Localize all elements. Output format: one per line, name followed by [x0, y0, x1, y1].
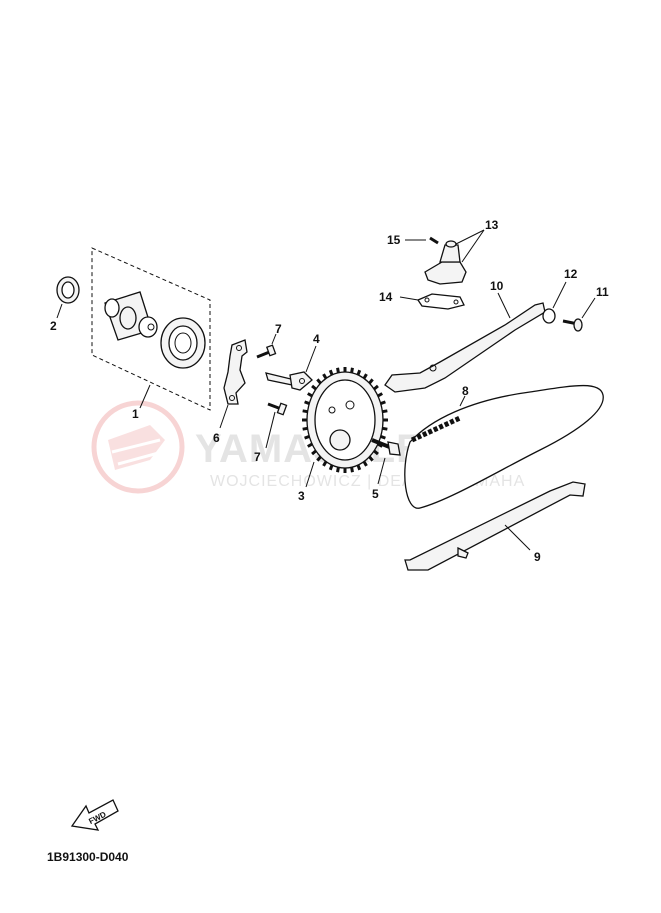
sprocket-tooth — [311, 449, 317, 456]
sprocket-tooth — [307, 392, 313, 398]
sprocket-bolt[interactable] — [371, 438, 401, 485]
callout-14: 14 — [379, 290, 393, 304]
sprocket-tooth — [328, 464, 334, 471]
bolt-upper[interactable] — [256, 333, 277, 359]
sprocket-tooth — [350, 367, 354, 373]
bolt-lower[interactable] — [265, 402, 288, 449]
sprocket-tooth — [373, 449, 379, 456]
callout-8: 8 — [462, 384, 469, 398]
sprocket-tooth — [368, 378, 374, 385]
callout-15: 15 — [387, 233, 401, 247]
watermark-logo-icon — [91, 400, 185, 494]
cam-sprocket[interactable] — [302, 367, 388, 488]
sprocket-tooth — [362, 460, 368, 467]
forward-arrow-icon: FWD — [70, 799, 119, 831]
camshaft-assembly[interactable] — [91, 247, 211, 411]
callout-1: 1 — [132, 407, 139, 421]
sprocket-tooth — [356, 464, 362, 471]
chain-tensioner[interactable] — [424, 229, 485, 285]
o-ring[interactable] — [542, 281, 567, 324]
chain-guide-upper[interactable] — [384, 292, 546, 393]
sprocket-tooth — [350, 467, 354, 473]
guide-bolt[interactable] — [562, 297, 596, 332]
sprocket-tooth — [362, 373, 368, 380]
decompression-pin[interactable] — [265, 345, 317, 391]
chain-guide-lower[interactable] — [404, 481, 586, 571]
callout-9: 9 — [534, 550, 541, 564]
tensioner-gasket[interactable] — [399, 293, 465, 310]
camshaft-retainer-plate[interactable] — [219, 339, 248, 429]
callout-5: 5 — [372, 487, 379, 501]
diagram-code: 1B91300-D040 — [47, 850, 129, 864]
callout-2: 2 — [50, 319, 57, 333]
sprocket-tooth — [373, 384, 379, 391]
sprocket-tooth — [380, 400, 386, 405]
callout-10: 10 — [490, 279, 504, 293]
callout-12: 12 — [564, 267, 578, 281]
sprocket-tooth — [382, 409, 388, 414]
callout-4: 4 — [313, 332, 320, 346]
callout-11: 11 — [596, 285, 609, 299]
tensioner-bolt[interactable] — [405, 236, 439, 245]
callout-6: 6 — [213, 431, 220, 445]
sprocket-tooth — [316, 455, 322, 462]
sprocket-tooth — [322, 460, 328, 467]
sprocket-tooth — [382, 426, 388, 431]
sprocket-tooth — [302, 426, 308, 431]
sprocket-tooth — [368, 455, 374, 462]
cam-chain[interactable] — [404, 384, 604, 509]
sprocket-tooth — [307, 442, 313, 448]
sprocket-tooth — [328, 369, 334, 376]
sprocket-tooth — [336, 367, 340, 373]
callout-7-lower: 7 — [254, 450, 261, 464]
sprocket-tooth — [380, 435, 386, 440]
callout-7-upper: 7 — [275, 322, 282, 336]
sprocket-tooth — [311, 384, 317, 391]
sprocket-tooth — [304, 435, 310, 440]
oil-seal[interactable] — [56, 276, 80, 319]
sprocket-tooth — [356, 369, 362, 376]
sprocket-tooth — [316, 378, 322, 385]
callout-13: 13 — [485, 218, 499, 232]
callout-3: 3 — [298, 489, 305, 503]
sprocket-tooth — [377, 392, 383, 398]
sprocket-tooth — [304, 400, 310, 405]
sprocket-tooth — [322, 373, 328, 380]
sprocket-tooth — [302, 409, 308, 414]
sprocket-tooth — [336, 467, 340, 473]
